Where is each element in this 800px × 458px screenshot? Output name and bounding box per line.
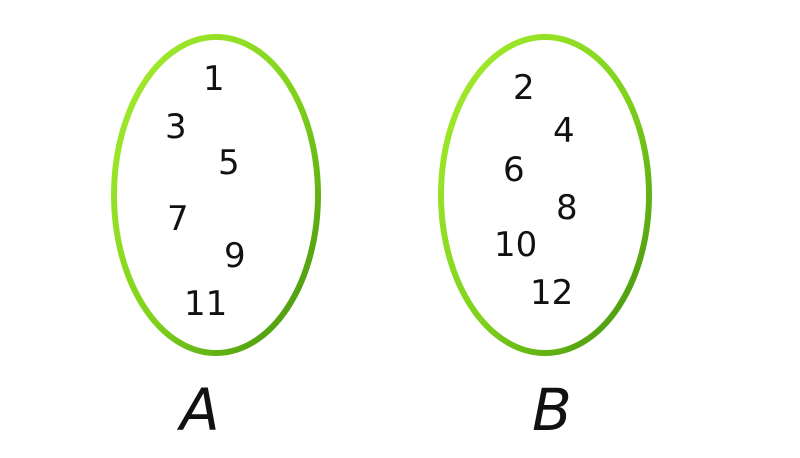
set-b-element: 8 (556, 188, 578, 228)
set-a-element: 7 (167, 199, 189, 239)
set-a-element: 1 (203, 59, 225, 99)
set-a-oval (111, 34, 321, 356)
set-b-element: 12 (530, 273, 573, 313)
set-a-element: 9 (224, 236, 246, 276)
set-b-label: B (532, 376, 572, 444)
set-b: 2 4 6 8 10 12 B (438, 34, 652, 444)
set-b-oval (438, 34, 652, 356)
set-a-label: A (176, 376, 220, 444)
set-b-element: 6 (503, 150, 525, 190)
set-a-element: 5 (218, 143, 240, 183)
set-a-element: 3 (165, 107, 187, 147)
set-b-element: 10 (494, 225, 537, 265)
set-b-element: 4 (553, 111, 575, 151)
set-b-element: 2 (513, 68, 535, 108)
set-a: 1 3 5 7 9 11 A (111, 34, 321, 444)
set-a-element: 11 (184, 284, 227, 324)
